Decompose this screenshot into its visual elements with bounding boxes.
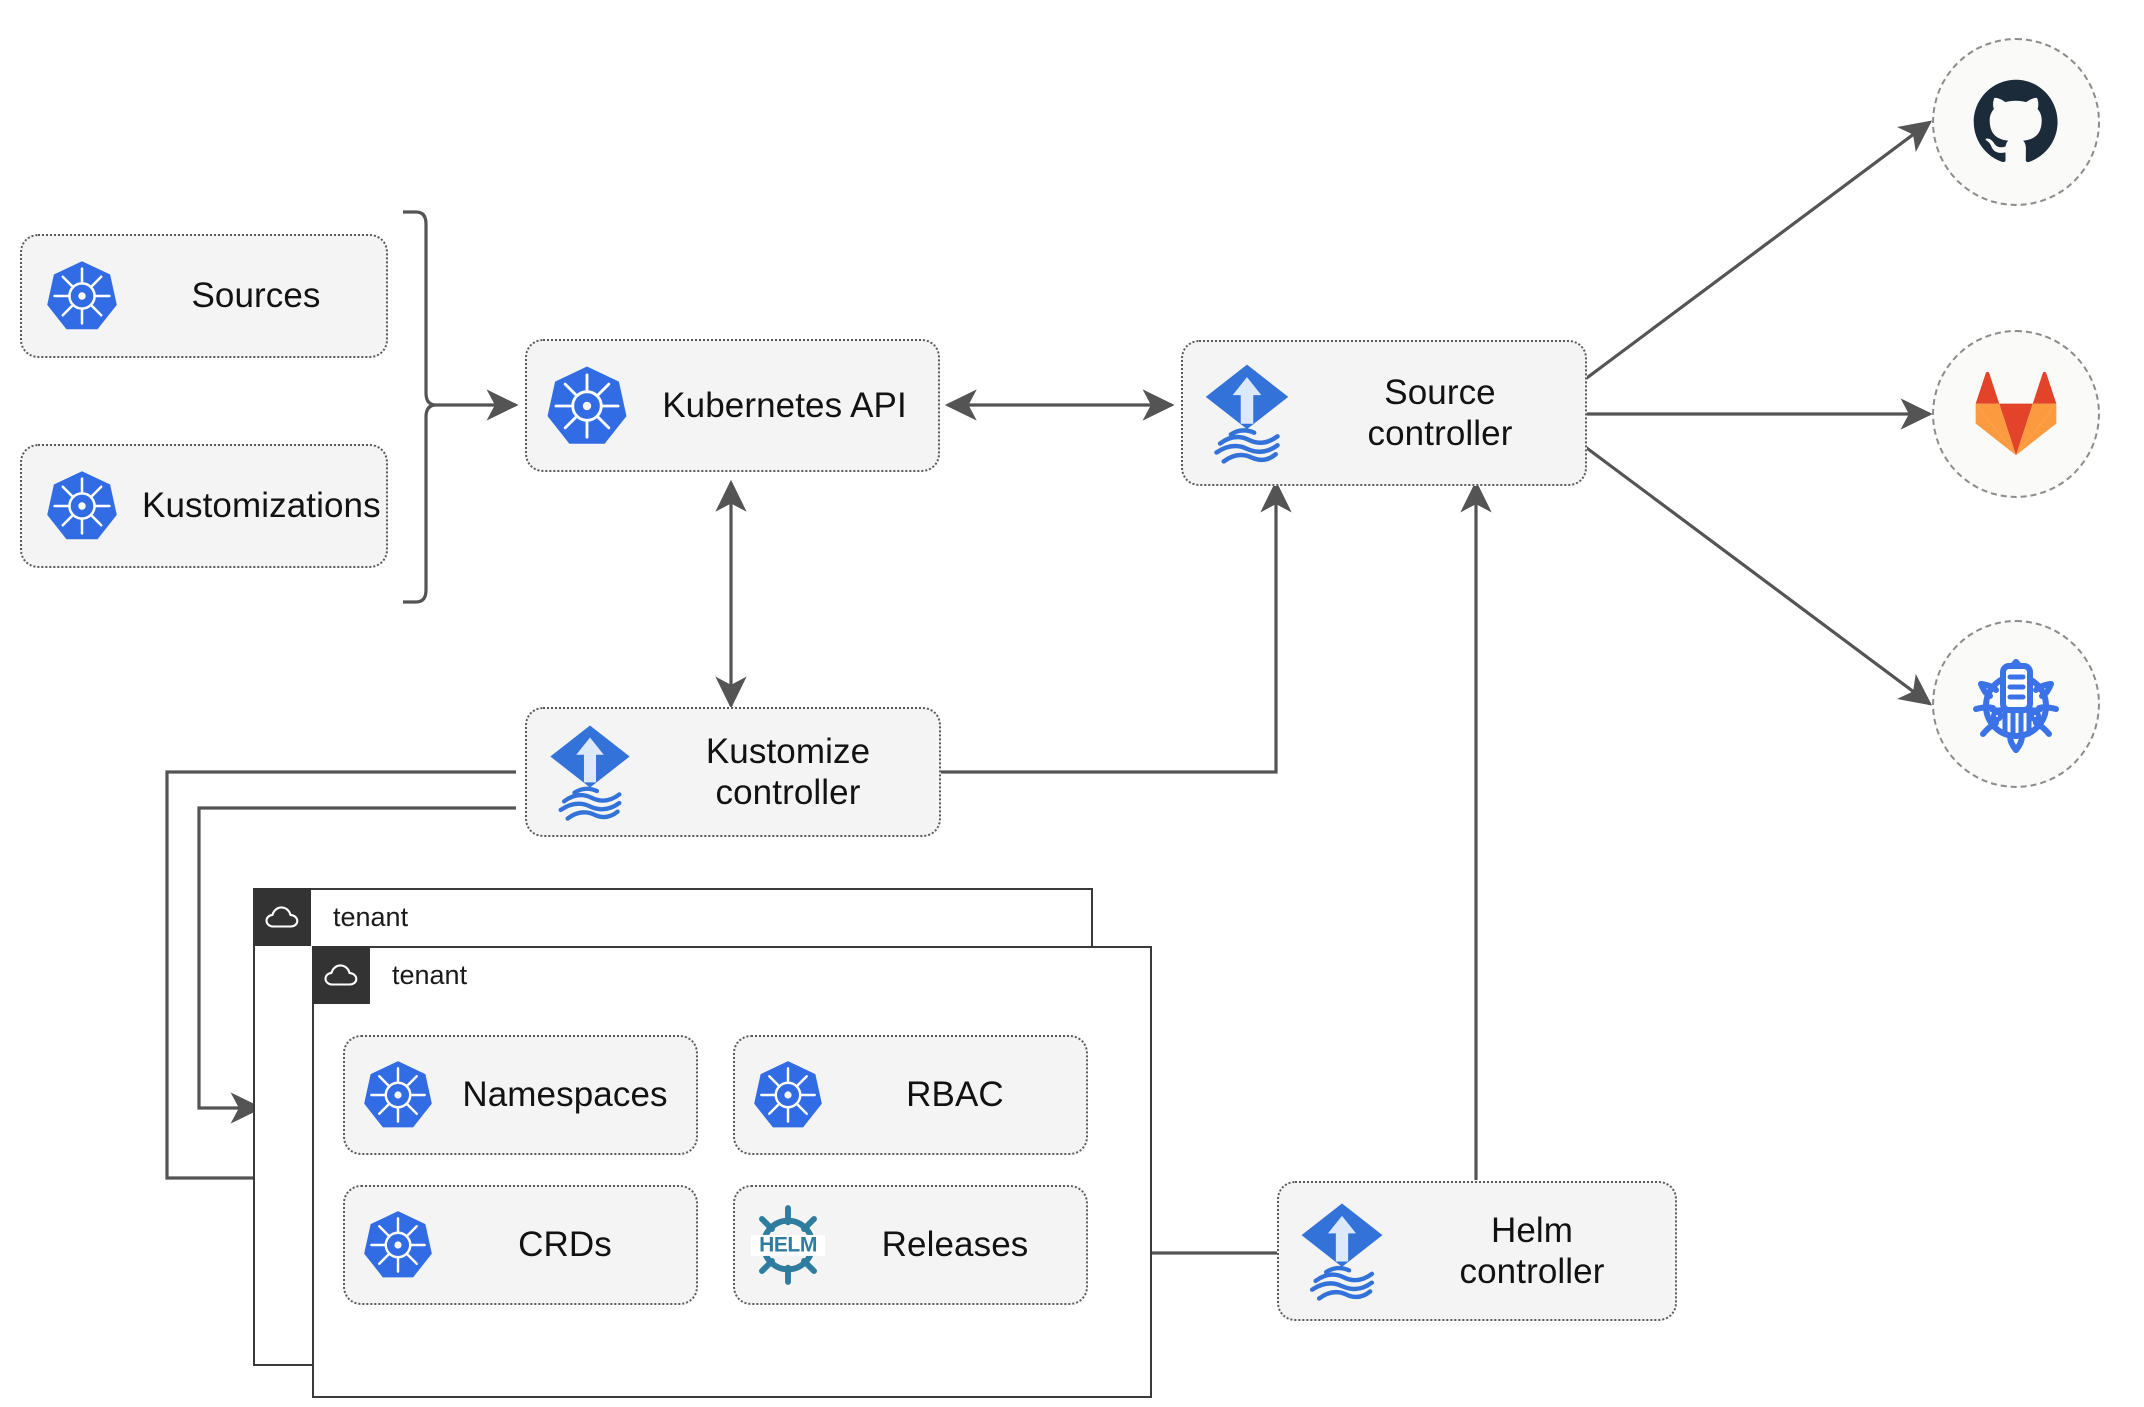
kubernetes-icon [345,1209,450,1281]
tenant-header: tenant [253,888,408,946]
node-label: CRDs [518,1225,612,1265]
node-label: Sources [191,276,321,316]
kubernetes-icon [22,259,142,333]
node-kustomizations[interactable]: Kustomizations [20,444,388,568]
node-label: Helm controller [1459,1210,1605,1291]
node-label: Releases [881,1225,1029,1265]
edge-kustomize-controller-to-source-controller [941,480,1292,774]
kubernetes-icon [735,1059,840,1131]
provider-github[interactable] [1932,38,2100,206]
node-kustomize-controller[interactable]: Kustomize controller [525,707,941,837]
node-label: Namespaces [462,1075,668,1115]
edge-source-controller-to-helm-repository [1579,441,1933,706]
cloud-icon [253,888,311,946]
node-crds[interactable]: CRDs [343,1185,698,1305]
provider-helm-repository[interactable] [1932,620,2100,788]
helm-icon: HELM [735,1203,840,1287]
node-label: Kustomizations [142,486,381,526]
svg-text:HELM: HELM [759,1234,817,1257]
kubernetes-icon [345,1059,450,1131]
node-source-controller[interactable]: Source controller [1181,340,1587,486]
cloud-icon [312,946,370,1004]
node-kubernetes-api[interactable]: Kubernetes API [525,339,940,472]
node-namespaces[interactable]: Namespaces [343,1035,698,1155]
github-icon [1973,79,2058,163]
node-label: Kubernetes API [662,385,907,425]
node-releases[interactable]: HELM Releases [733,1185,1088,1305]
tenant-header: tenant [312,946,467,1004]
flux-icon [1279,1200,1405,1302]
flux-icon [1183,361,1311,465]
edge-bracket-sources-kustomizations [403,210,437,604]
node-label: Kustomize controller [705,731,871,812]
kubernetes-icon [22,469,142,543]
edge-source-controller-to-github [1579,120,1933,385]
provider-gitlab[interactable] [1932,330,2100,498]
tenant-group-inner: tenant [312,946,1152,1398]
gitlab-icon [1975,371,2057,456]
node-label: RBAC [906,1075,1004,1115]
node-label: Source controller [1367,372,1513,453]
tenant-label: tenant [333,901,409,932]
node-sources[interactable]: Sources [20,234,388,358]
flux-icon [527,722,653,822]
node-rbac[interactable]: RBAC [733,1035,1088,1155]
kubernetes-icon [527,364,647,448]
tenant-label: tenant [392,959,468,990]
node-helm-controller[interactable]: Helm controller [1277,1181,1677,1321]
helm-repository-icon [1973,659,2059,753]
